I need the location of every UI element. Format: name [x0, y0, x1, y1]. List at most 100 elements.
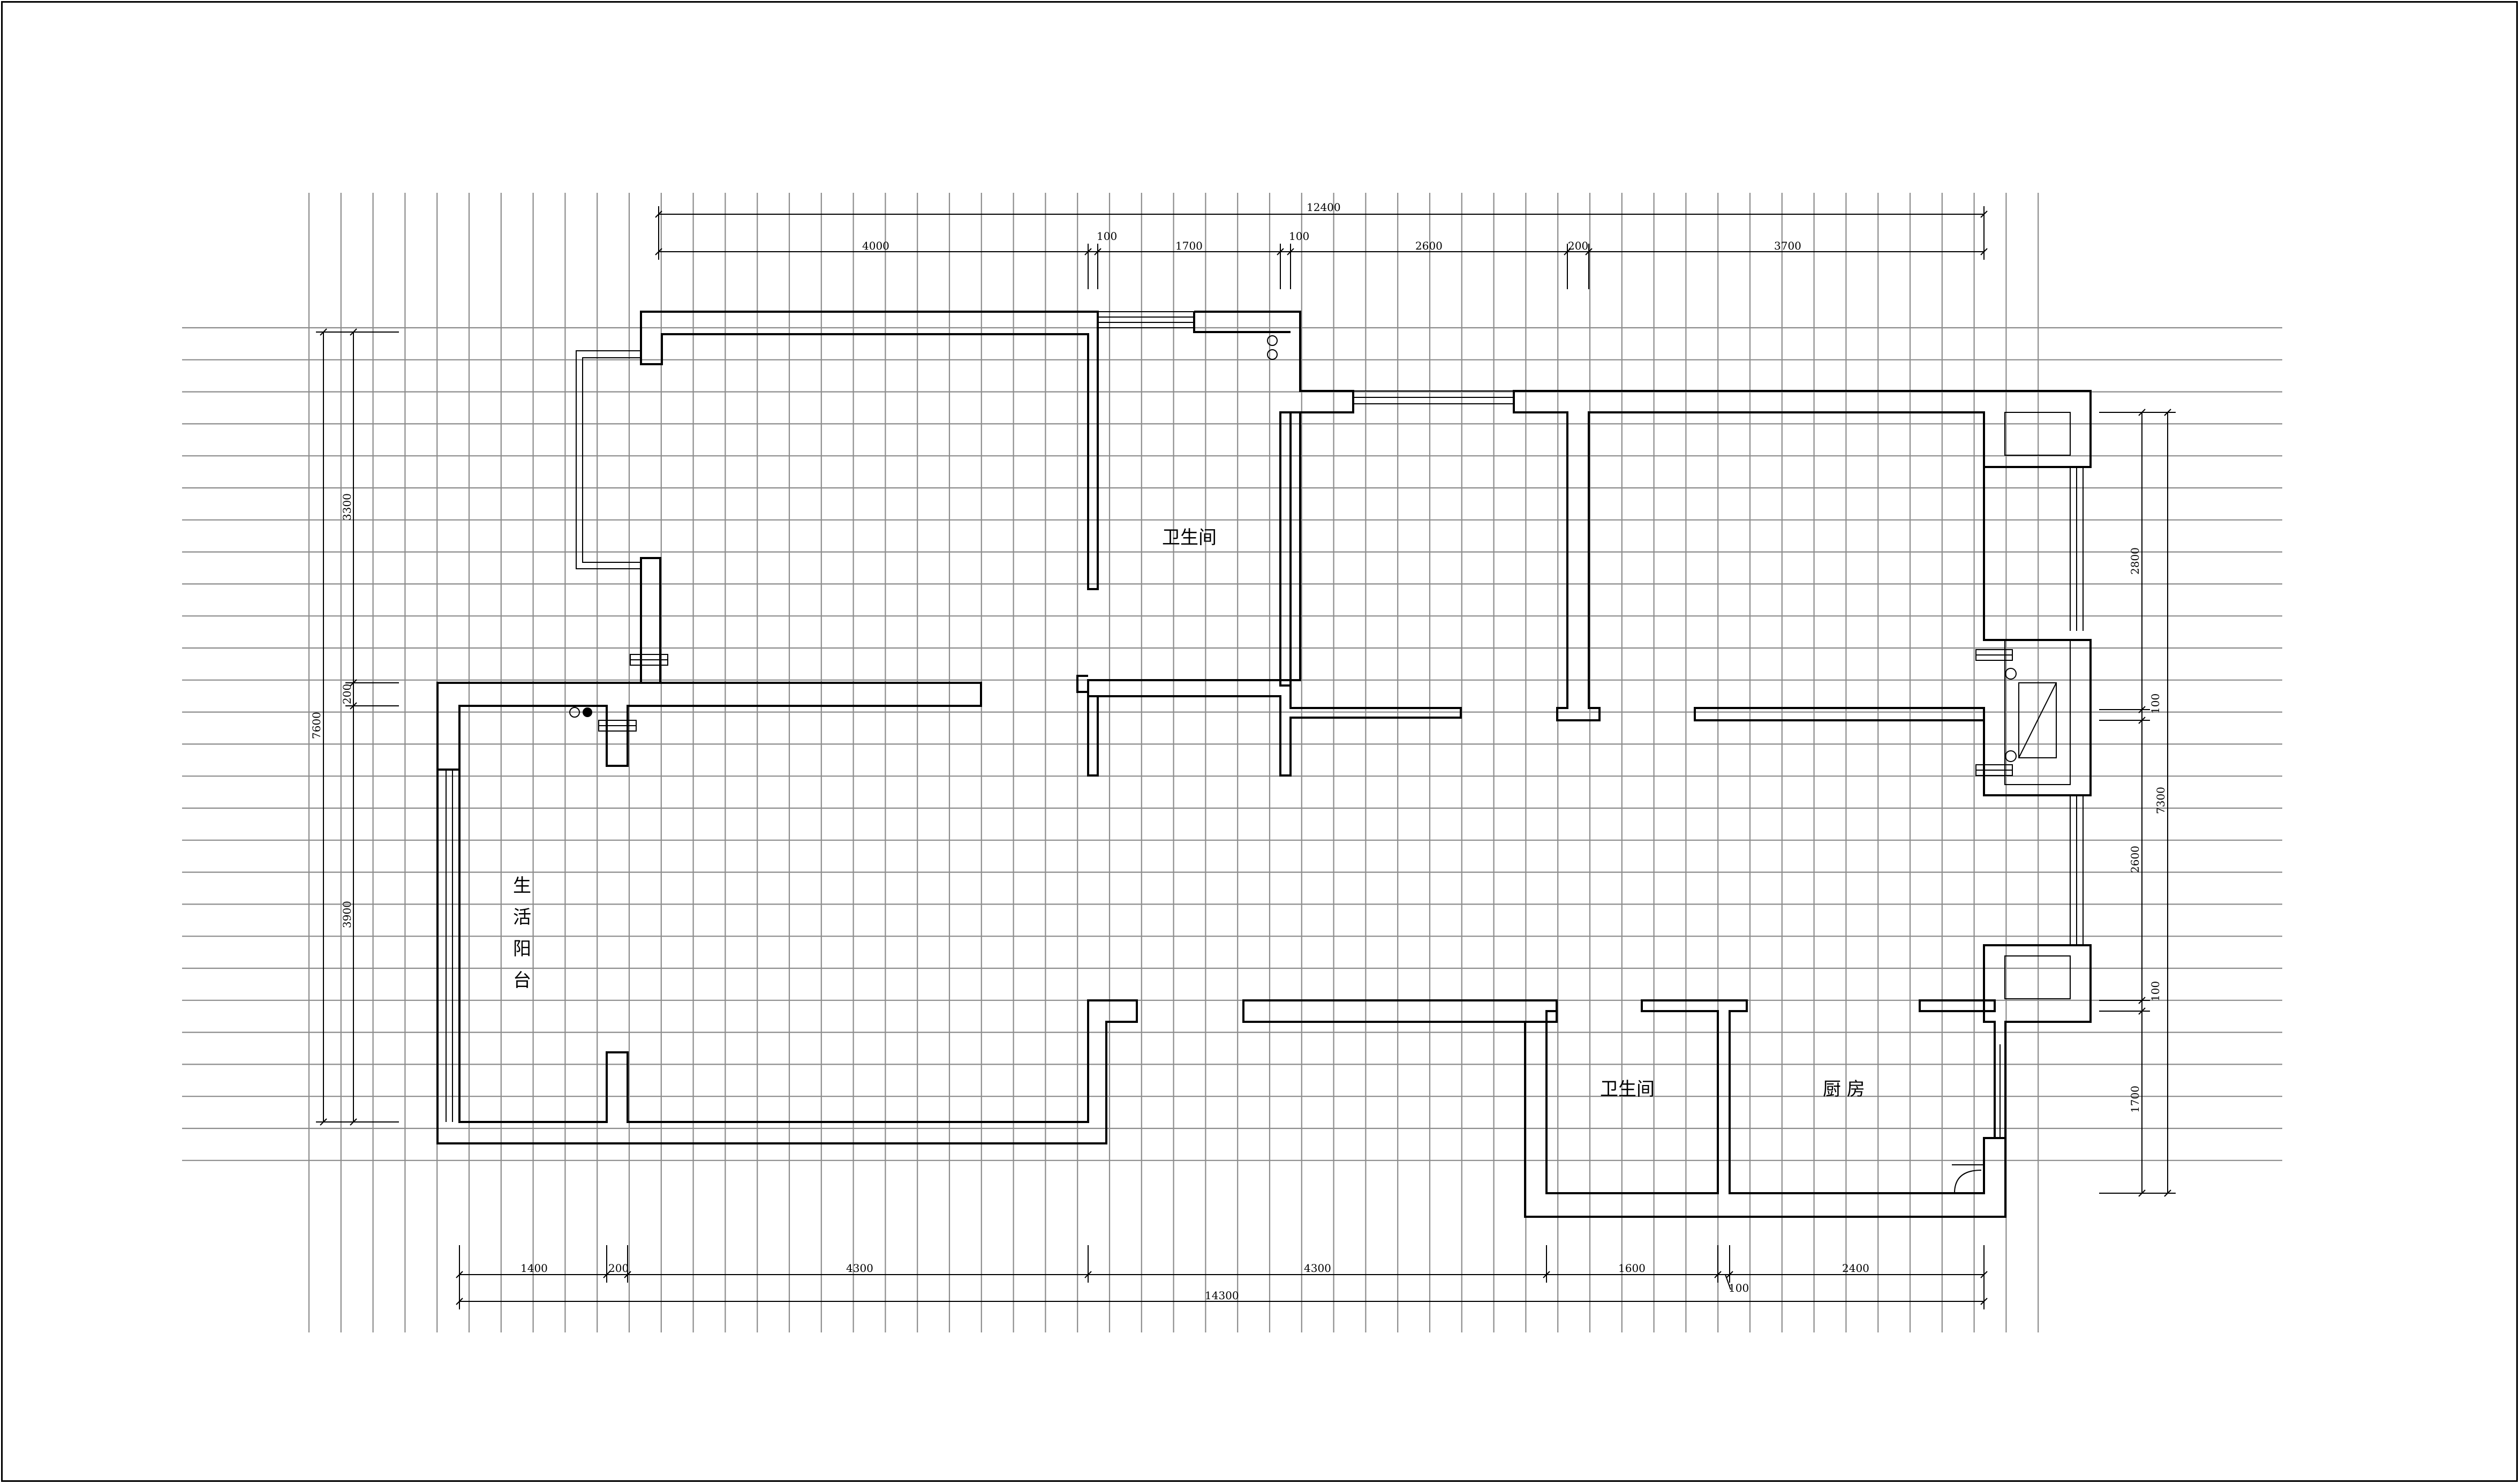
dimension-tick: [320, 1118, 327, 1126]
label-balcony-char-3: 阳: [513, 938, 531, 960]
shaft-inner: [2018, 682, 2057, 758]
dimension-tick: [1287, 248, 1294, 255]
label-kitchen: 厨 房: [1823, 1079, 1865, 1100]
dimension-tick: [2138, 1007, 2146, 1015]
label-balcony-char-2: 活: [513, 907, 531, 928]
dimension-tick: [1714, 1271, 1722, 1278]
dim-top-3700: 3700: [1774, 239, 1801, 252]
dimension-tick: [1980, 210, 1988, 218]
dimension-tick: [320, 328, 327, 336]
label-balcony-char-4: 台: [513, 970, 531, 991]
dimension-tick: [1726, 1271, 1733, 1278]
dim-left-3900: 3900: [341, 901, 353, 928]
dimension-tick: [456, 1271, 463, 1278]
wall-mid-room-south: [1694, 707, 1985, 721]
kitchen-corner-fixture: [1952, 1164, 1985, 1194]
dim-top-1700: 1700: [1175, 239, 1203, 252]
dimension-tick: [350, 679, 357, 687]
dimension-tick: [2164, 1189, 2171, 1197]
wall-mid-north: [1513, 390, 2092, 721]
label-bathroom-top: 卫生间: [1162, 527, 1217, 548]
dim-right-2800: 2800: [2129, 547, 2141, 575]
dimension-tick: [1277, 248, 1284, 255]
dimension-tick: [1980, 248, 1988, 255]
dimension-tick: [2138, 409, 2146, 416]
east-pier-bottom: [2004, 955, 2071, 999]
dim-left-200: 200: [341, 684, 353, 704]
dimension-tick: [655, 210, 662, 218]
dimension-tick: [2138, 706, 2146, 713]
dim-right-100a: 100: [2149, 694, 2162, 714]
dim-bottom-4300b: 4300: [1304, 1262, 1331, 1275]
dimension-tick: [1980, 1271, 1988, 1278]
dimension-tick: [2164, 409, 2171, 416]
dimension-tick: [2138, 997, 2146, 1004]
dim-left-total: 7600: [310, 712, 323, 739]
wall-bottom-bath: [1524, 999, 2006, 1218]
dimension-tick: [1084, 248, 1092, 255]
wall-kitchen-east: [1919, 999, 1996, 1012]
label-bathroom-bottom: 卫生间: [1600, 1079, 1655, 1100]
pipe-balcony-1: [569, 707, 580, 718]
dimension-tick: [1564, 248, 1571, 255]
dimension-tick: [1980, 1298, 1988, 1305]
dim-bottom-200: 200: [608, 1262, 629, 1275]
dim-top-100a: 100: [1097, 230, 1117, 243]
wall-bath-top-right: [1193, 312, 1291, 333]
dimension-tick: [350, 328, 357, 336]
dim-top-4000: 4000: [862, 239, 889, 252]
walls: [436, 311, 2092, 1218]
dimension-tick: [2138, 717, 2146, 724]
pipe-1: [2005, 668, 2017, 680]
dimension-tick: [655, 248, 662, 255]
wall-north-west: [640, 311, 1099, 590]
label-balcony-char-1: 生: [513, 875, 531, 897]
dimension-tick: [1543, 1271, 1550, 1278]
pipe-balcony-2: [583, 707, 592, 717]
dimension-ticks: [320, 210, 2171, 1305]
shaft-outer: [2004, 639, 2071, 785]
dim-right-2600: 2600: [2129, 846, 2141, 873]
wall-west-upper: [640, 557, 661, 684]
east-pier-top: [2004, 412, 2071, 456]
dim-bottom-4300a: 4300: [846, 1262, 873, 1275]
wall-bedroom-south: [436, 682, 982, 771]
dim-top-total: 12400: [1307, 201, 1341, 214]
dimension-tick: [456, 1298, 463, 1305]
dimension-tick: [1585, 248, 1593, 255]
dimension-tick: [603, 1271, 610, 1278]
background-grid: [182, 193, 2282, 1332]
dimension-tick: [350, 702, 357, 710]
dimension-tick: [350, 1118, 357, 1126]
room-labels: 卫生间 生 活 阳 台 卫生间 厨 房: [513, 527, 1865, 1100]
dim-top-100b: 100: [1289, 230, 1309, 243]
dim-bottom-100: 100: [1729, 1282, 1749, 1294]
dim-top-200: 200: [1568, 239, 1588, 252]
dimension-tick: [1094, 248, 1101, 255]
dim-right-1700: 1700: [2129, 1086, 2141, 1113]
dim-bottom-1400: 1400: [520, 1262, 548, 1275]
dimension-tick: [1084, 1271, 1092, 1278]
dimension-tick: [2138, 1189, 2146, 1197]
wall-east-sill-top: [1983, 412, 2092, 796]
pipe-2: [2005, 750, 2017, 762]
dim-right-100b: 100: [2149, 981, 2162, 1001]
bay-window: [576, 350, 641, 569]
wall-bath-east: [1279, 411, 1292, 687]
pipe-bath-2: [1267, 349, 1278, 360]
dim-top-2600: 2600: [1415, 239, 1443, 252]
shaft-diag: [2018, 682, 2057, 758]
wall-bottom-north: [1242, 999, 1558, 1023]
dim-right-total: 7300: [2154, 787, 2167, 814]
pipe-bath-1: [1267, 335, 1278, 346]
dim-left-3300: 3300: [341, 493, 353, 521]
dimension-texts: 12400 4000 100 1700 100 2600 200 3700 14…: [310, 201, 2167, 1302]
dim-bottom-2400: 2400: [1842, 1262, 1869, 1275]
dimension-tick: [624, 1271, 631, 1278]
dim-bottom-1600: 1600: [1618, 1262, 1646, 1275]
wall-west-lower: [436, 770, 1138, 1144]
dim-bottom-total: 14300: [1205, 1289, 1239, 1302]
bay-window-inner: [582, 357, 641, 563]
